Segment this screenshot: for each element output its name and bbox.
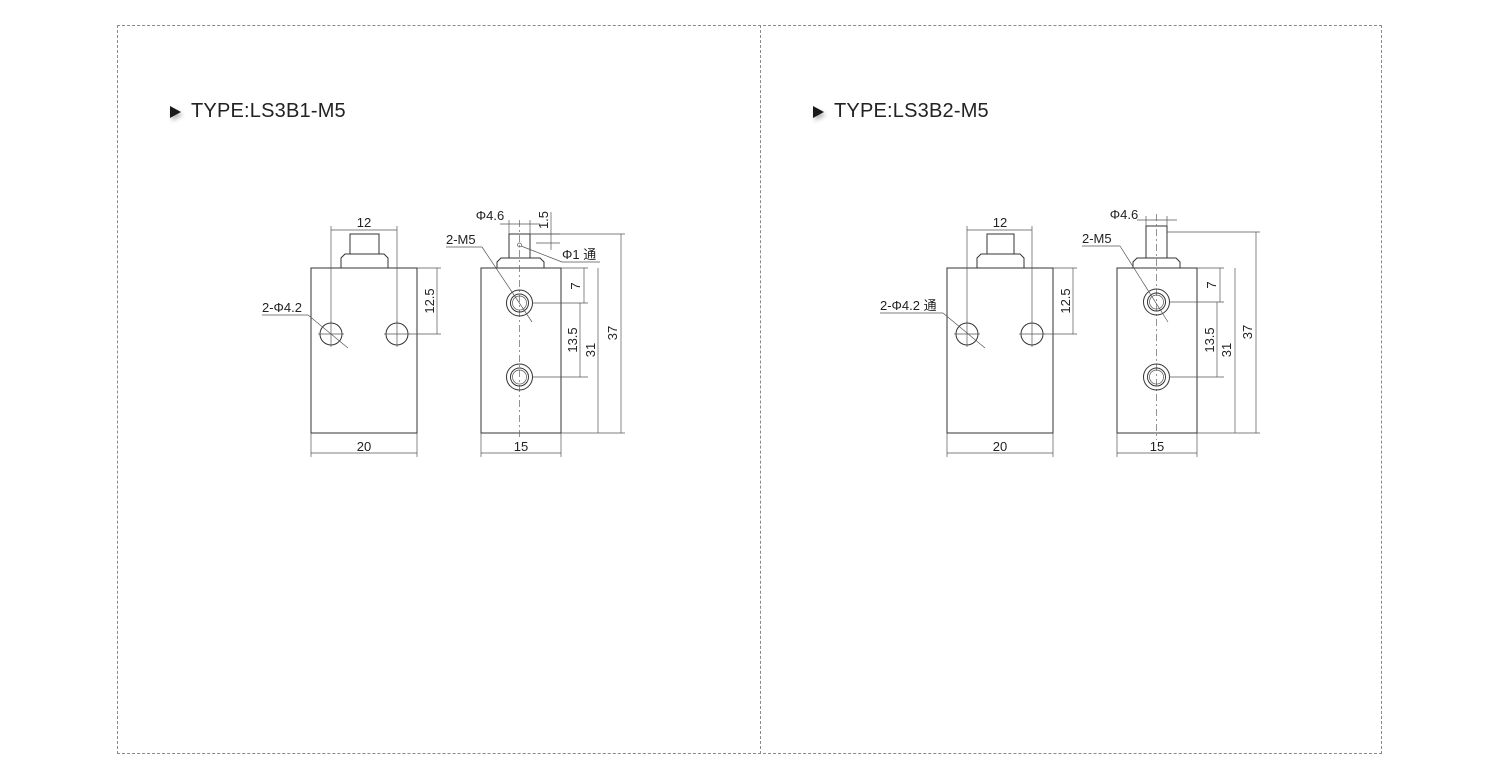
front-hole-label: 2-Φ4.2 通	[880, 298, 937, 313]
side-port-label: 2-M5	[1082, 231, 1112, 246]
side-dim-port-span: 31	[1219, 343, 1234, 357]
panel-1-front-view: 12 20 12.5 2-Φ4.2	[262, 215, 441, 457]
panel-2-front-view: 12 20 12.5 2-Φ4.2 通	[880, 215, 1077, 457]
panel-2-title-text: TYPE:LS3B2-M5	[834, 100, 989, 122]
side-dim-stem-height: 1.5	[536, 211, 551, 229]
side-port-label: 2-M5	[446, 232, 476, 247]
front-body	[946, 267, 1054, 434]
side-dim-port-top: 7	[568, 282, 583, 289]
front-dim-hole-height: 12.5	[1058, 288, 1073, 313]
front-dim-cap-width: 12	[993, 215, 1007, 230]
side-dim-stem-dia: Φ4.6	[1110, 207, 1138, 222]
triangle-bullet-icon	[813, 105, 824, 118]
front-cap-base	[976, 253, 1025, 268]
side-dim-port-top: 7	[1204, 281, 1219, 288]
side-dim-port-span: 31	[583, 343, 598, 357]
front-cap-base	[340, 253, 389, 268]
front-button	[349, 233, 380, 255]
side-pin-label: Φ1 通	[562, 247, 596, 262]
front-dim-width: 20	[993, 439, 1007, 454]
side-dim-width: 15	[1150, 439, 1164, 454]
side-stem	[508, 233, 531, 259]
side-dim-total-height: 37	[605, 326, 620, 340]
panel-divider	[760, 25, 761, 754]
side-dim-port-pitch: 13.5	[1202, 327, 1217, 352]
side-pin-hole	[517, 242, 522, 248]
panel-1-side-view: Φ4.6 1.5 Φ1 通 2-M5 7 13.5 31 37	[446, 208, 625, 457]
side-dim-stem-dia: Φ4.6	[476, 208, 504, 223]
side-dim-port-pitch: 13.5	[565, 327, 580, 352]
panel-2-side-view: Φ4.6 2-M5 7 13.5 31 37 15	[1082, 207, 1260, 457]
front-dim-hole-height: 12.5	[422, 288, 437, 313]
outer-frame	[117, 25, 1382, 754]
panel-1-title-text: TYPE:LS3B1-M5	[191, 100, 346, 122]
triangle-bullet-icon	[170, 105, 181, 118]
side-dim-total-height: 37	[1240, 325, 1255, 339]
side-cap-base	[496, 257, 545, 268]
side-body	[1116, 267, 1198, 434]
front-dim-cap-width: 12	[357, 215, 371, 230]
panel-1-title: TYPE:LS3B1-M5	[170, 100, 346, 123]
side-body	[480, 267, 562, 434]
front-hole-label: 2-Φ4.2	[262, 300, 302, 315]
panel-2-title: TYPE:LS3B2-M5	[813, 100, 989, 123]
front-dim-width: 20	[357, 439, 371, 454]
side-dim-width: 15	[514, 439, 528, 454]
front-body	[310, 267, 418, 434]
front-button	[986, 233, 1015, 255]
